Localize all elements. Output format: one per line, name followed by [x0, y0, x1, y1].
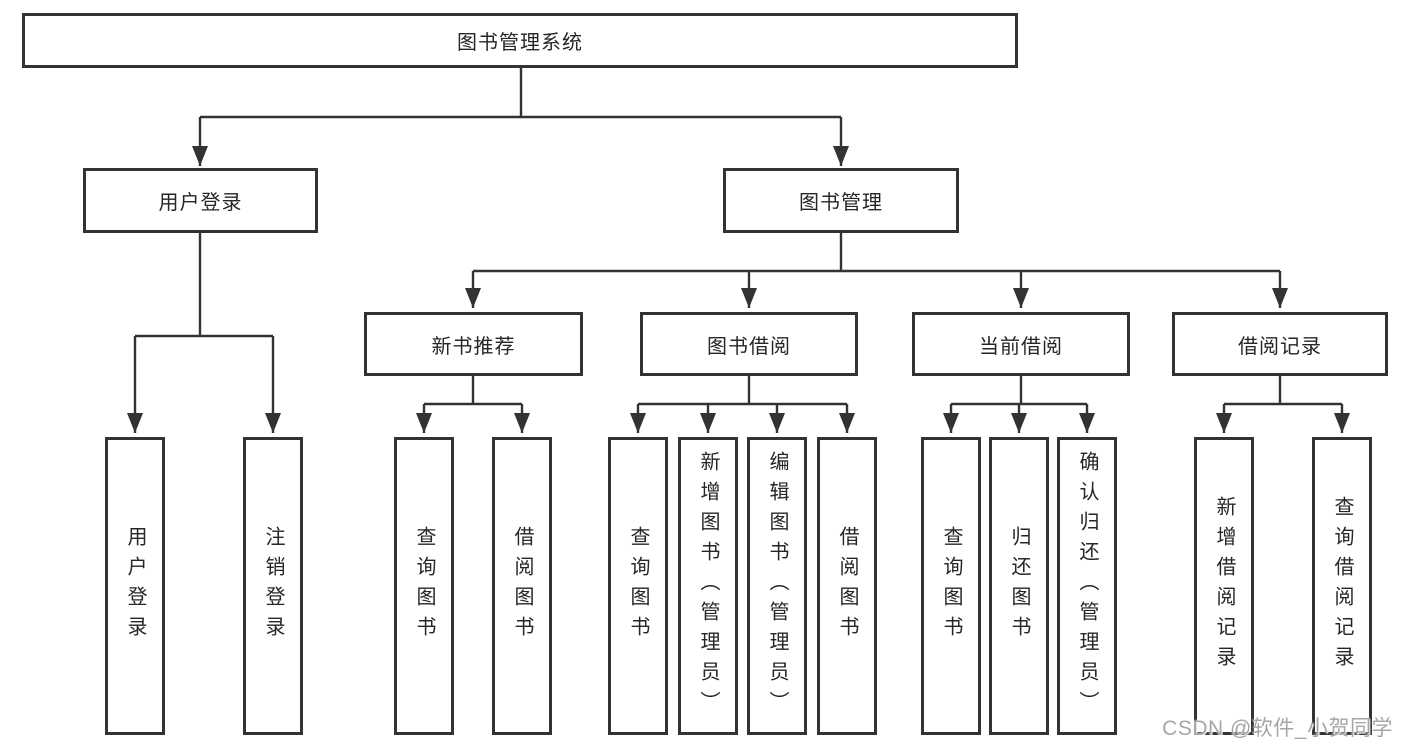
node-label: 图书借阅 — [707, 335, 791, 358]
node-current-borrow: 当前借阅 — [912, 312, 1130, 376]
node-label: 借阅记录 — [1238, 335, 1322, 358]
node-book-borrow: 图书借阅 — [640, 312, 858, 376]
node-label: 查询借阅记录 — [1331, 496, 1353, 676]
node-label: 用户登录 — [124, 526, 146, 646]
node-book-mgmt: 图书管理 — [723, 168, 959, 233]
node-records-query: 查询借阅记录 — [1312, 437, 1372, 735]
node-label: 图书管理 — [799, 192, 883, 214]
node-borrow-borrow: 借阅图书 — [817, 437, 877, 735]
node-label: 注销登录 — [262, 526, 284, 646]
node-label: 新书推荐 — [431, 335, 516, 358]
node-label: 查询图书 — [413, 526, 435, 646]
node-label: 新增借阅记录 — [1213, 496, 1235, 676]
watermark: CSDN @软件_小贺同学 — [1162, 717, 1393, 740]
node-label: 确认归还（管理员） — [1076, 451, 1098, 721]
node-label: 当前借阅 — [979, 335, 1063, 358]
node-borrow-add: 新增图书（管理员） — [678, 437, 738, 735]
node-borrow-records: 借阅记录 — [1172, 312, 1388, 376]
node-newbooks-query: 查询图书 — [394, 437, 454, 735]
node-borrow-edit: 编辑图书（管理员） — [747, 437, 807, 735]
node-root: 图书管理系统 — [22, 13, 1018, 68]
node-new-books: 新书推荐 — [364, 312, 583, 376]
node-label: 图书管理系统 — [457, 32, 583, 54]
node-newbooks-borrow: 借阅图书 — [492, 437, 552, 735]
node-label: 新增图书（管理员） — [697, 451, 719, 721]
node-label: 编辑图书（管理员） — [766, 451, 788, 721]
node-label: 用户登录 — [158, 192, 243, 214]
node-current-confirm: 确认归还（管理员） — [1057, 437, 1117, 735]
node-current-return: 归还图书 — [989, 437, 1049, 735]
node-borrow-query: 查询图书 — [608, 437, 668, 735]
node-user-login: 用户登录 — [83, 168, 318, 233]
node-label: 查询图书 — [940, 526, 962, 646]
node-records-add: 新增借阅记录 — [1194, 437, 1254, 735]
node-current-query: 查询图书 — [921, 437, 981, 735]
node-login: 用户登录 — [105, 437, 165, 735]
node-label: 归还图书 — [1008, 526, 1030, 646]
node-label: 借阅图书 — [511, 526, 533, 646]
node-label: 查询图书 — [627, 526, 649, 646]
node-label: 借阅图书 — [836, 526, 858, 646]
node-logout: 注销登录 — [243, 437, 303, 735]
